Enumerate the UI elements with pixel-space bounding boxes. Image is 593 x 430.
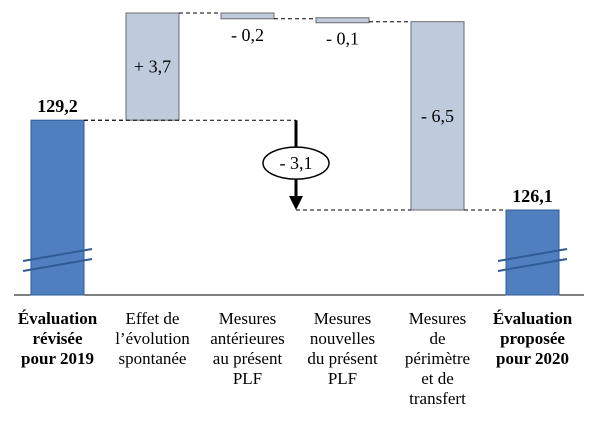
axis-break-mark bbox=[497, 248, 568, 262]
bar-1 bbox=[125, 12, 180, 121]
data-label-3: - 0,1 bbox=[326, 29, 359, 49]
category-label-4: de bbox=[429, 329, 445, 348]
category-label-5: pour 2020 bbox=[496, 349, 569, 368]
category-label-4: et de bbox=[421, 369, 454, 388]
category-label-1: Effet de bbox=[126, 309, 180, 328]
axis-break-mark bbox=[497, 258, 568, 272]
data-label-2: - 0,2 bbox=[231, 25, 264, 45]
data-label-5: 126,1 bbox=[512, 186, 553, 206]
category-label-0: Évaluation bbox=[18, 309, 98, 328]
axis-break-mark bbox=[22, 248, 93, 262]
axis-break-mark bbox=[22, 258, 93, 272]
bar-3 bbox=[315, 17, 370, 24]
category-label-0: pour 2019 bbox=[21, 349, 94, 368]
bar-0 bbox=[30, 119, 85, 296]
category-label-3: Mesures bbox=[314, 309, 372, 328]
data-label-1: + 3,7 bbox=[134, 57, 171, 77]
category-label-5: proposée bbox=[500, 329, 565, 348]
bar-4 bbox=[410, 21, 465, 211]
category-label-3: du présent bbox=[307, 349, 378, 368]
data-label-4: - 6,5 bbox=[421, 106, 454, 126]
category-label-1: l’évolution bbox=[115, 329, 190, 348]
category-label-4: Mesures bbox=[409, 309, 467, 328]
category-label-2: PLF bbox=[233, 369, 262, 388]
category-label-0: révisée bbox=[32, 329, 82, 348]
bar-2 bbox=[220, 12, 275, 20]
category-label-4: transfert bbox=[409, 389, 466, 408]
category-label-1: spontanée bbox=[119, 349, 187, 368]
category-label-2: antérieures bbox=[210, 329, 285, 348]
data-label-0: 129,2 bbox=[37, 96, 78, 116]
net-change-label: - 3,1 bbox=[280, 153, 313, 173]
net-change-arrowhead bbox=[289, 196, 303, 210]
net-change-ellipse bbox=[262, 146, 330, 180]
category-label-2: Mesures bbox=[219, 309, 277, 328]
category-label-3: nouvelles bbox=[310, 329, 375, 348]
category-label-5: Évaluation bbox=[493, 309, 573, 328]
category-label-4: périmètre bbox=[405, 349, 470, 368]
category-label-3: PLF bbox=[328, 369, 357, 388]
category-label-2: au présent bbox=[213, 349, 283, 368]
